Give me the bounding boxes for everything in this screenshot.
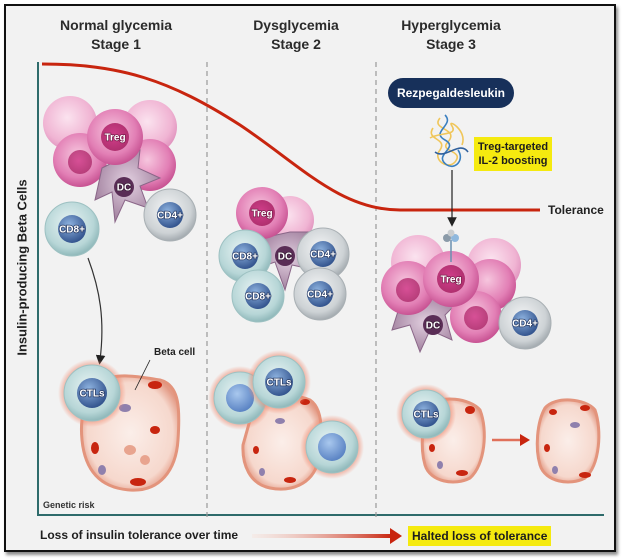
ctl-label: CTLs <box>414 410 439 421</box>
cd4-label: CD4+ <box>310 250 336 261</box>
timeline-arrow-shaft <box>252 534 392 538</box>
beta-cell-islet <box>535 398 601 484</box>
cd4-label: CD4+ <box>307 290 333 301</box>
cd4-label: CD4+ <box>512 319 538 330</box>
tolerance-label: Tolerance <box>548 203 604 217</box>
tolerance-curve <box>41 62 540 212</box>
stage-1-title: Normal glycemia Stage 1 <box>26 16 206 54</box>
drug-name-badge: Rezpegaldesleukin <box>388 78 514 108</box>
stage-2-label: Stage 2 <box>271 36 321 52</box>
genetic-risk-label: Genetic risk <box>43 500 95 510</box>
treg-label: Treg <box>440 275 461 286</box>
halted-loss-highlight: Halted loss of tolerance <box>408 526 552 546</box>
stage3-islet-recovered <box>535 398 601 484</box>
cd4-label: CD4+ <box>157 211 183 222</box>
loss-of-tolerance-label: Loss of insulin tolerance over time <box>40 528 239 542</box>
cd8-label: CD8+ <box>232 252 258 263</box>
stage-2-condition: Dysglycemia <box>253 17 339 33</box>
cd8-to-ctl-arrow <box>87 257 106 365</box>
beta-cell-pointer <box>134 359 151 391</box>
dc-label: DC <box>278 252 292 263</box>
ctl-label: CTLs <box>267 378 292 389</box>
stage-1-condition: Normal glycemia <box>59 17 173 33</box>
cd8-label: CD8+ <box>59 225 85 236</box>
treg-label: Treg <box>251 209 272 220</box>
stage2-immune-cluster: Treg DC CD8+ CD8+ CD4+ CD4+ <box>218 187 350 323</box>
stage1-immune-cluster: DC Treg CD8+ CD4+ <box>43 96 197 257</box>
il2-protein-icon <box>429 114 469 168</box>
stage-3-label: Stage 3 <box>426 36 476 52</box>
stage-2-title: Dysglycemia Stage 2 <box>206 16 386 54</box>
beta-cell-annotation: Beta cell <box>154 347 196 358</box>
dc-label: DC <box>426 321 440 332</box>
ctl-label: CTLs <box>80 389 105 400</box>
stage3-immune-cluster: DC Treg CD4+ <box>381 229 552 354</box>
stage-3-condition: Hyperglycemia <box>401 17 501 33</box>
cd8-label: CD8+ <box>245 292 271 303</box>
treg-label: Treg <box>104 133 125 144</box>
stage-1-label: Stage 1 <box>91 36 141 52</box>
timeline-arrowhead <box>390 528 402 544</box>
dc-label: DC <box>117 183 131 194</box>
stage-3-title: Hyperglycemia Stage 3 <box>361 16 541 54</box>
